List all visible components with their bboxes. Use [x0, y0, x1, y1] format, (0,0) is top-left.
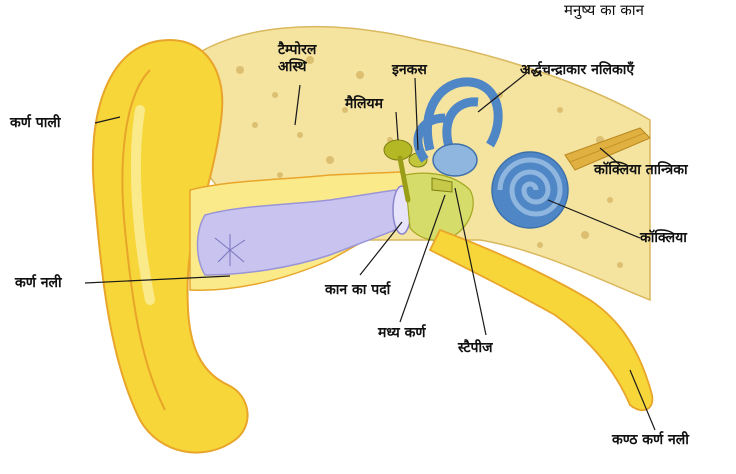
label-temporal-bone: टैम्पोरल अस्थि: [278, 42, 316, 76]
label-temporal-bone-text: टैम्पोरल अस्थि: [278, 42, 316, 75]
label-cochlea: कॉक्लिया: [640, 230, 687, 247]
label-eustachian-tube: कण्ठ कर्ण नली: [612, 432, 689, 449]
diagram-title: मनुष्य का कान: [564, 2, 644, 19]
label-malleus: मैलियम: [345, 96, 383, 113]
vestibule: [433, 144, 477, 176]
label-stapes: स्टैपीज: [458, 340, 492, 357]
cochlea-shape: [492, 152, 568, 228]
label-cochlear-nerve: कॉक्लिया तान्त्रिका: [594, 162, 688, 179]
label-ear-canal: कर्ण नली: [15, 275, 62, 292]
label-middle-ear: मध्य कर्ण: [378, 325, 426, 342]
label-semicircular-canals: अर्द्धचन्द्राकार नलिकाएँ: [520, 62, 634, 79]
label-incus: इनकस: [392, 62, 427, 79]
label-pinna: कर्ण पाली: [10, 115, 60, 132]
label-eardrum: कान का पर्दा: [325, 282, 390, 299]
